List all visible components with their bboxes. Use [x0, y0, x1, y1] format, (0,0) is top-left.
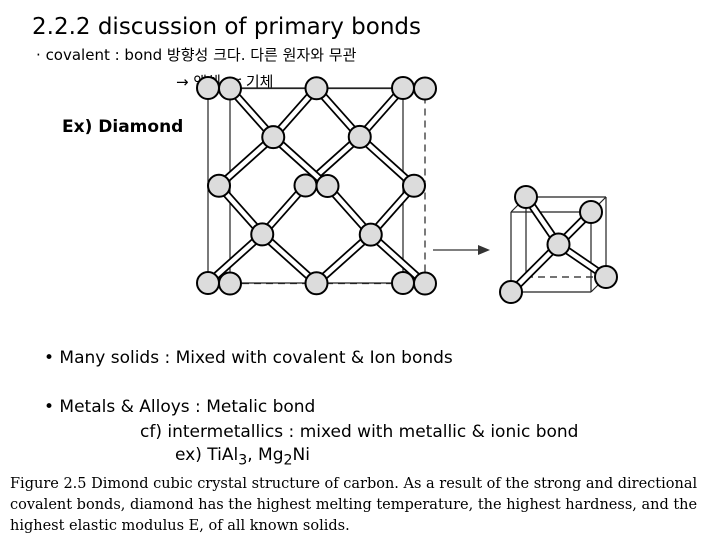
carbon-atom — [413, 271, 437, 296]
carbon-atom — [391, 76, 415, 100]
carbon-atom — [207, 173, 231, 198]
carbon-atom — [514, 185, 538, 209]
carbon-atom — [499, 280, 523, 304]
bullet-text: Metals & Alloys : Metalic bond — [59, 397, 316, 417]
carbon-atom — [196, 76, 220, 100]
bullet-metals-alloys: • Metals & Alloys : Metalic bond — [44, 397, 315, 417]
carbon-atom — [250, 222, 275, 247]
ex-compounds-line: ex) TiAl3, Mg2Ni — [175, 445, 310, 469]
carbon-atom — [218, 76, 242, 101]
bullet-text: Many solids : Mixed with covalent & Ion … — [59, 348, 453, 368]
carbon-atom — [358, 222, 383, 247]
carbon-atom — [304, 271, 329, 296]
carbon-atom — [413, 76, 437, 101]
carbon-atom — [347, 124, 372, 149]
cf-intermetallics-line: cf) intermetallics : mixed with metallic… — [140, 422, 579, 442]
carbon-atom — [579, 200, 603, 224]
carbon-atom — [261, 125, 286, 150]
bullet-dot: • — [44, 397, 55, 417]
carbon-atom — [402, 173, 426, 198]
page-title: 2.2.2 discussion of primary bonds — [32, 14, 421, 40]
figure-caption: Figure 2.5 Dimond cubic crystal structur… — [10, 476, 698, 534]
carbon-atom — [391, 271, 415, 295]
transition-arrow-icon — [433, 245, 490, 255]
carbon-atom — [594, 265, 618, 289]
bullet-many-solids: • Many solids : Mixed with covalent & Io… — [44, 348, 453, 368]
carbon-atom — [196, 271, 220, 295]
diamond-unit-cell — [196, 76, 437, 296]
carbon-atom — [218, 271, 242, 296]
carbon-atom — [546, 232, 571, 257]
example-label: Ex) Diamond — [62, 117, 184, 137]
covalent-text: covalent : bond 방향성 크다. 다른 원자와 무관 — [45, 46, 357, 64]
tetrahedral-subcell — [499, 185, 618, 304]
covalent-line: · covalent : bond 방향성 크다. 다른 원자와 무관 — [36, 44, 356, 65]
bullet-dot: • — [44, 348, 55, 368]
carbon-atom — [315, 174, 340, 198]
covalent-bullet: · — [36, 46, 41, 64]
carbon-atom — [293, 173, 318, 198]
carbon-atom — [304, 76, 329, 101]
